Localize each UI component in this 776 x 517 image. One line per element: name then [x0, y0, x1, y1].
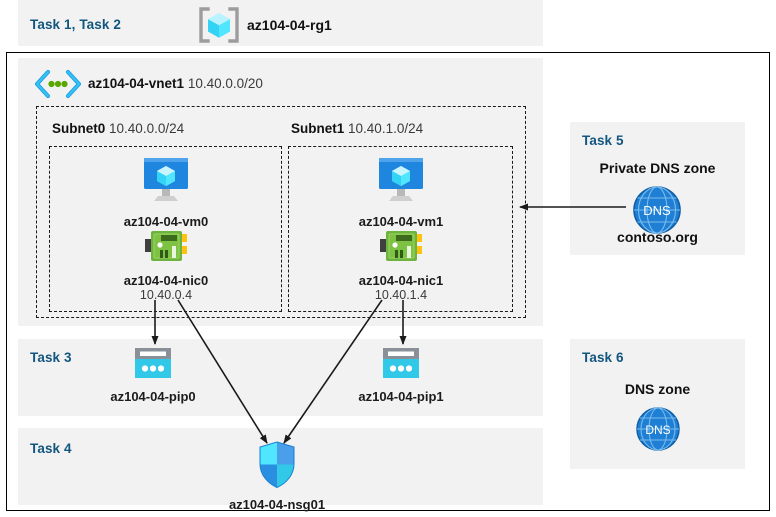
- nic1-label: az104-04-nic1: [358, 273, 444, 288]
- node-nic0: az104-04-nic0 10.40.0.4: [106, 226, 226, 302]
- vm0-label: az104-04-vm0: [123, 214, 209, 229]
- pip0-label: az104-04-pip0: [110, 389, 196, 404]
- network-interface-icon: [143, 226, 189, 266]
- vm1-label: az104-04-vm1: [358, 214, 444, 229]
- subnet1-header: Subnet1 10.40.1.0/24: [291, 121, 423, 136]
- nic0-label: az104-04-nic0: [123, 273, 209, 288]
- virtual-machine-icon: [138, 155, 194, 207]
- task-label-4: Task 4: [30, 441, 72, 456]
- resource-group-icon: [197, 6, 241, 44]
- subnets-container: [36, 106, 526, 318]
- pip1-label: az104-04-pip1: [358, 389, 444, 404]
- task-label-1-2: Task 1, Task 2: [30, 17, 121, 32]
- public-ip-address-icon: [131, 346, 175, 382]
- subnet0-box: [49, 146, 282, 312]
- vnet-header: az104-04-vnet1 10.40.0.0/20: [88, 76, 263, 91]
- subnet1-box: [288, 146, 513, 312]
- vnet-address-space: 10.40.0.0/20: [187, 76, 263, 91]
- task-label-6: Task 6: [582, 350, 624, 365]
- subnet0-cidr: 10.40.0.0/24: [109, 121, 185, 136]
- private-dns-zone-heading: Private DNS zone: [599, 160, 716, 176]
- node-nsg: az104-04-nsg01: [212, 440, 342, 512]
- dns-zone-heading: DNS zone: [624, 381, 691, 397]
- node-pip0: az104-04-pip0: [93, 346, 213, 404]
- resource-group-header-panel: [18, 0, 543, 46]
- virtual-machine-icon: [373, 155, 429, 207]
- network-security-group-icon: [256, 440, 298, 490]
- nic0-ip: 10.40.0.4: [139, 288, 193, 302]
- node-vm0: az104-04-vm0: [106, 155, 226, 229]
- task-label-3: Task 3: [30, 350, 72, 365]
- subnet0-name: Subnet0: [52, 121, 106, 136]
- subnet1-cidr: 10.40.1.0/24: [348, 121, 424, 136]
- resource-group-name: az104-04-rg1: [247, 17, 332, 33]
- task-label-5: Task 5: [582, 133, 624, 148]
- node-nic1: az104-04-nic1 10.40.1.4: [341, 226, 461, 302]
- subnet1-name: Subnet1: [291, 121, 345, 136]
- node-pip1: az104-04-pip1: [341, 346, 461, 404]
- dns-zone-icon: DNS: [634, 405, 682, 453]
- dns-zone-icon: DNS: [631, 184, 683, 236]
- network-interface-icon: [378, 226, 424, 266]
- private-dns-zone-name: contoso.org: [617, 229, 698, 245]
- nic1-ip: 10.40.1.4: [374, 288, 428, 302]
- dns-icon-text: DNS: [643, 203, 671, 218]
- dns-icon-text: DNS: [645, 423, 670, 437]
- node-vm1: az104-04-vm1: [341, 155, 461, 229]
- vnet-panel: [18, 58, 543, 326]
- vnet-name: az104-04-vnet1: [88, 76, 185, 91]
- public-ip-panel: [18, 339, 543, 416]
- public-ip-address-icon: [379, 346, 423, 382]
- nsg-label: az104-04-nsg01: [228, 497, 326, 512]
- subnet0-header: Subnet0 10.40.0.0/24: [52, 121, 184, 136]
- virtual-network-icon: [34, 69, 82, 99]
